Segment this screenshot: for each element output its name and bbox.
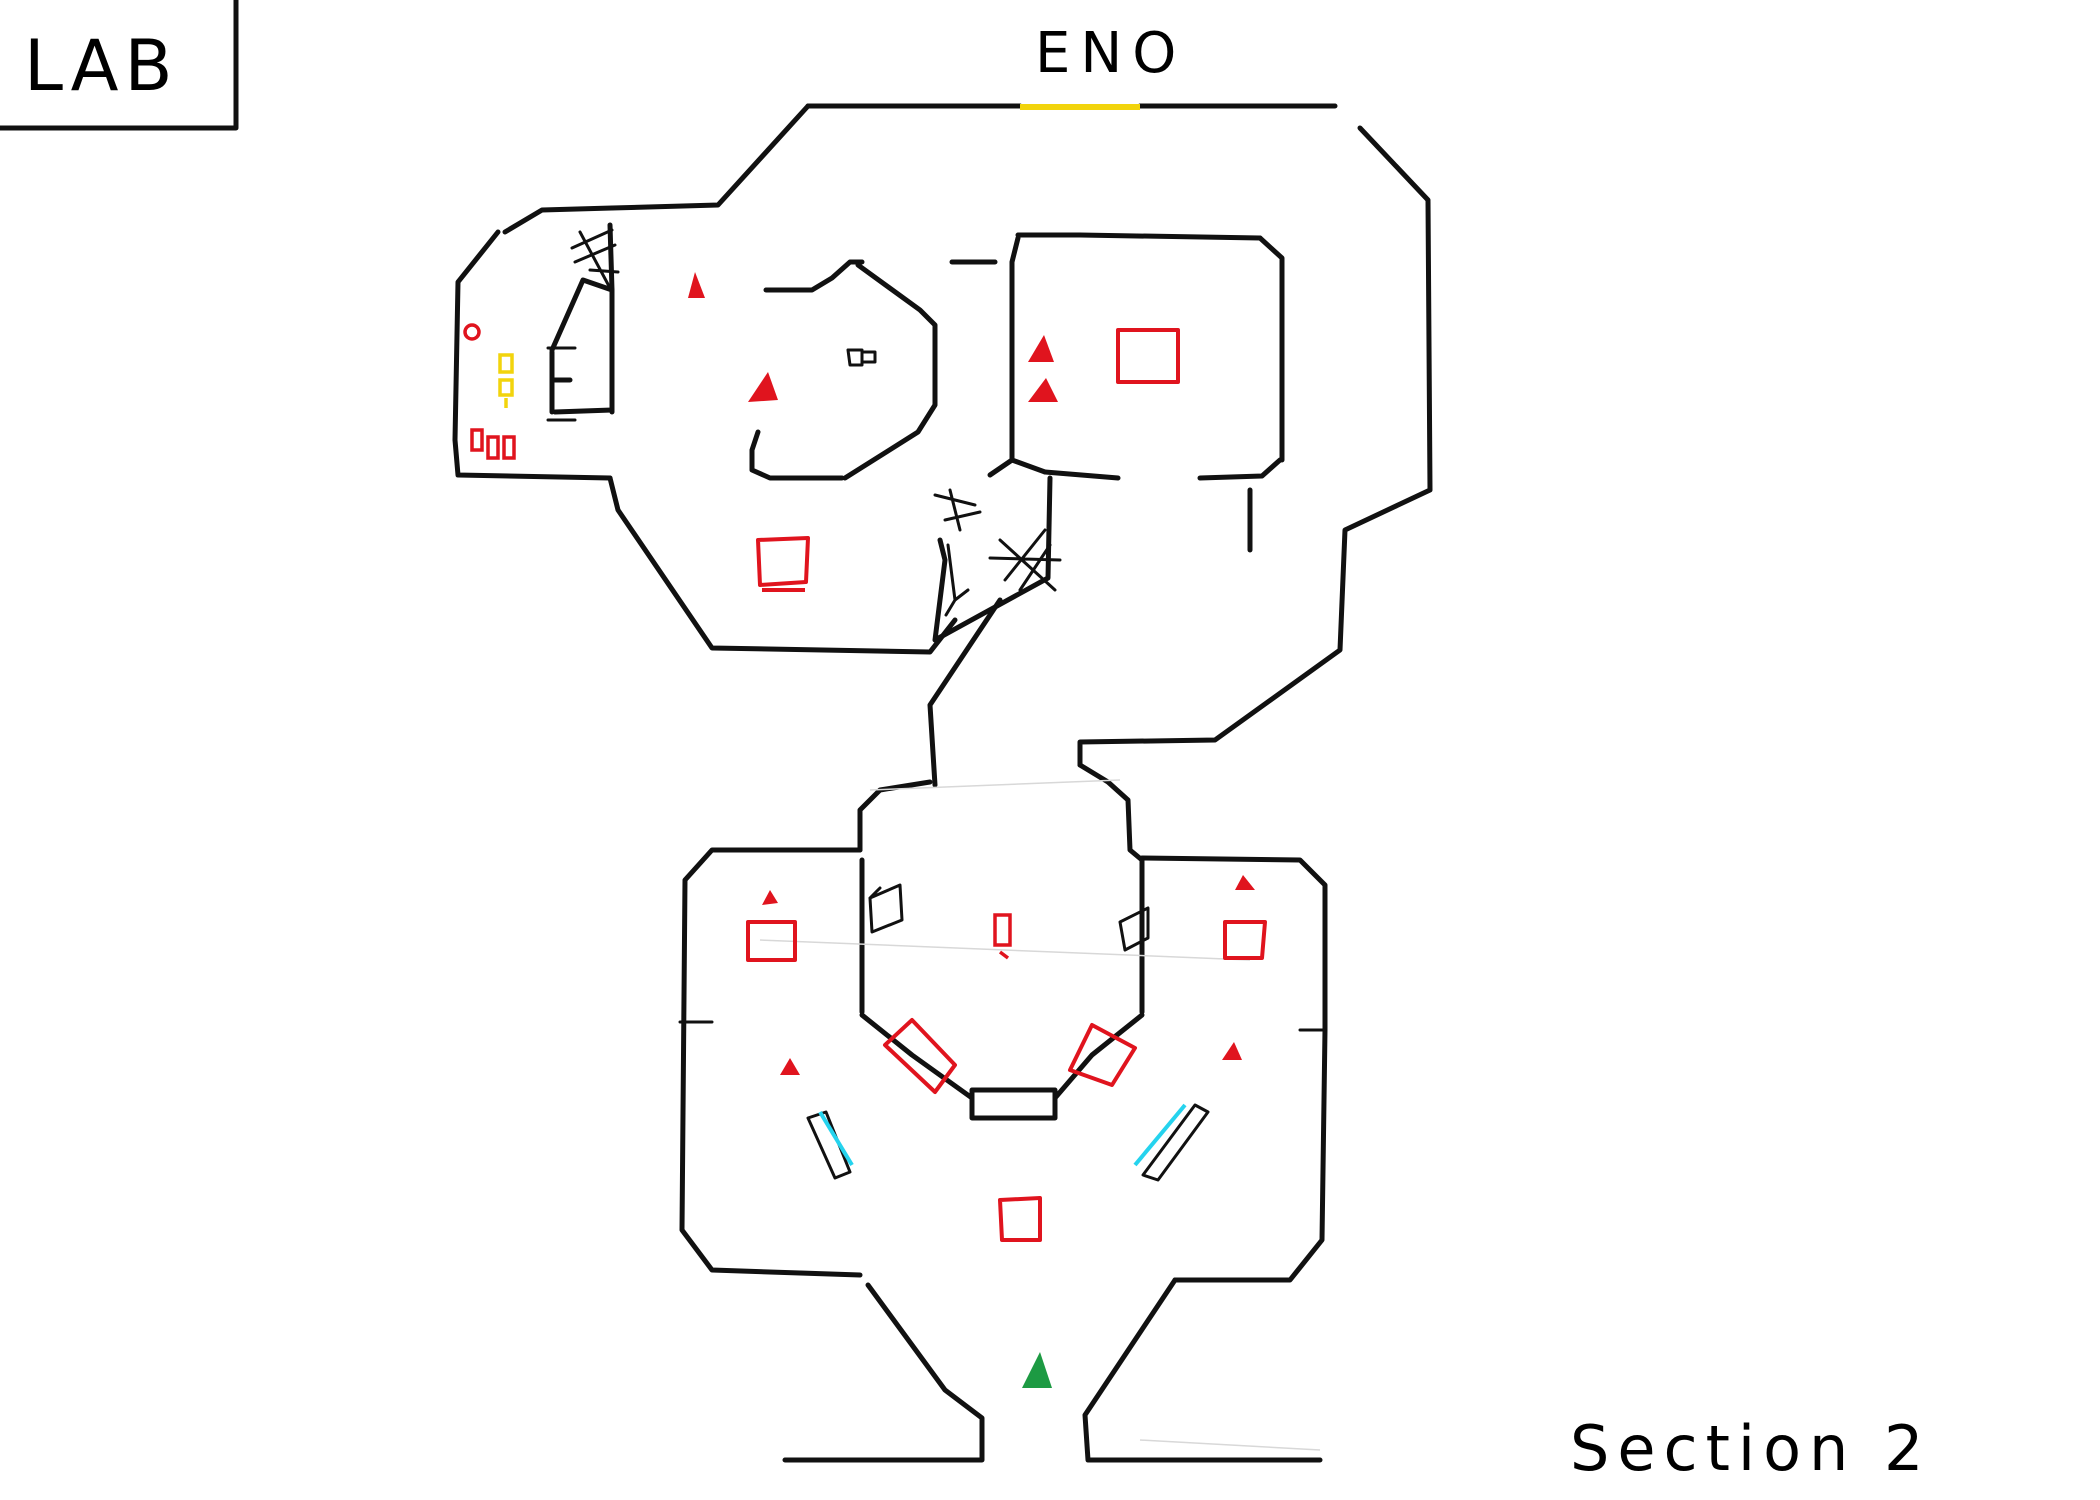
crate-lower-west[interactable]	[746, 920, 797, 962]
enemy-icon	[780, 1058, 800, 1075]
crate-upper-south[interactable]	[756, 536, 810, 592]
crate-lower-center-west[interactable]	[883, 1018, 957, 1094]
section-label: Section 2	[1570, 1412, 1932, 1485]
barrel-lower-center[interactable]	[993, 913, 1012, 960]
enemy-group-lower	[762, 875, 1255, 1075]
crate-lower-center-east[interactable]	[1068, 1023, 1137, 1087]
door-northwest[interactable]	[570, 228, 620, 290]
glass-panel-west[interactable]	[806, 1110, 854, 1180]
enemy-icon	[762, 890, 778, 905]
door-corridor-lower[interactable]	[944, 543, 970, 617]
map-marker-icon	[846, 348, 877, 367]
title-box: LAB	[0, 0, 239, 131]
cover-box-west[interactable]	[868, 883, 904, 934]
enemy-icon	[1222, 1042, 1242, 1060]
crate-lower-east[interactable]	[1223, 920, 1267, 960]
sketch-guide-lines	[759, 779, 1321, 1451]
cover-box-east[interactable]	[1118, 906, 1150, 952]
door-corridor-north[interactable]	[933, 488, 982, 532]
player-start-icon	[1022, 1352, 1052, 1388]
crate-lower-south[interactable]	[998, 1196, 1042, 1242]
enemy-icon	[688, 272, 705, 298]
upper-complex-walls	[452, 103, 1433, 788]
enemy-icon	[1028, 335, 1054, 362]
glass-panel-east[interactable]	[1133, 1103, 1210, 1182]
explosive-barrels[interactable]	[463, 323, 516, 460]
enemy-icon	[1235, 875, 1255, 890]
lower-complex-walls	[678, 762, 1328, 1463]
page-title: LAB	[24, 25, 179, 107]
exit-label: ENO	[1035, 21, 1186, 86]
door-corridor-east[interactable]	[988, 528, 1062, 592]
enemy-icon	[1028, 378, 1058, 402]
enemy-group-upper	[688, 272, 1058, 402]
enemy-icon	[748, 372, 778, 402]
crate-upper-east[interactable]	[1116, 328, 1180, 384]
